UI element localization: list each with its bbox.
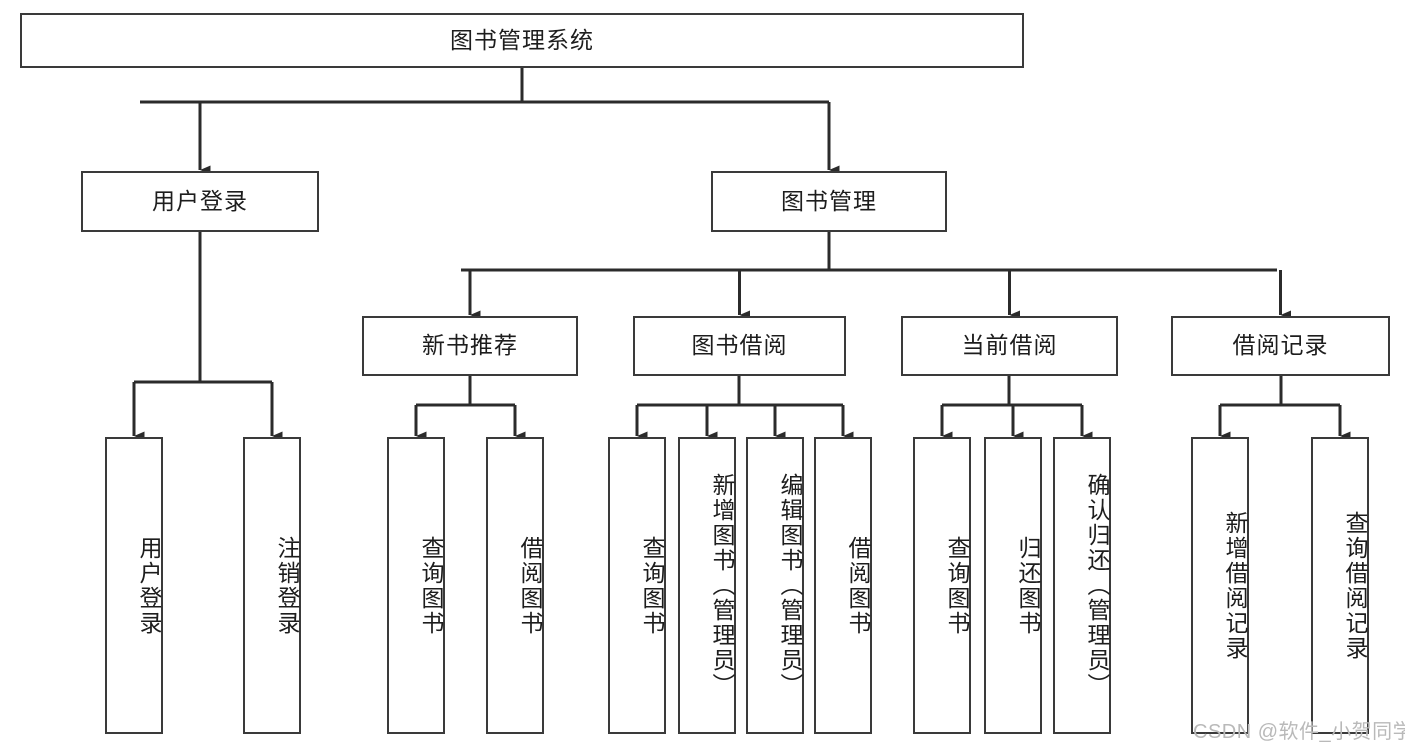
leaf-confirm-return[interactable]: 确认归还（管理员） <box>1053 437 1111 734</box>
leaf-query-borrow-record-label: 查询借阅记录 <box>1342 510 1368 661</box>
leaf-add-book-label: 新增图书（管理员） <box>709 473 735 698</box>
node-current-borrow-label: 当前借阅 <box>961 332 1058 359</box>
leaf-confirm-return-label: 确认归还（管理员） <box>1084 473 1110 698</box>
leaf-query-borrow-record[interactable]: 查询借阅记录 <box>1311 437 1369 734</box>
leaf-user-login[interactable]: 用户登录 <box>105 437 163 734</box>
node-book-borrow[interactable]: 图书借阅 <box>633 316 846 376</box>
leaf-edit-book[interactable]: 编辑图书（管理员） <box>746 437 804 734</box>
node-new-book-recommend[interactable]: 新书推荐 <box>362 316 578 376</box>
node-borrow-record-label: 借阅记录 <box>1232 332 1329 359</box>
leaf-query-book-1-label: 查询图书 <box>418 535 444 636</box>
leaf-return-book[interactable]: 归还图书 <box>984 437 1042 734</box>
leaf-logout-label: 注销登录 <box>274 535 300 636</box>
node-user-login[interactable]: 用户登录 <box>81 171 319 232</box>
leaf-borrow-book-1-label: 借阅图书 <box>517 535 543 636</box>
leaf-add-borrow-record-label: 新增借阅记录 <box>1222 510 1248 661</box>
leaf-query-book-3-label: 查询图书 <box>944 535 970 636</box>
leaf-user-login-label: 用户登录 <box>136 535 162 636</box>
leaf-borrow-book-2-label: 借阅图书 <box>845 535 871 636</box>
node-user-login-label: 用户登录 <box>152 187 248 214</box>
leaf-query-book-2[interactable]: 查询图书 <box>608 437 666 734</box>
node-root-label: 图书管理系统 <box>450 26 594 53</box>
leaf-borrow-book-2[interactable]: 借阅图书 <box>814 437 872 734</box>
leaf-borrow-book-1[interactable]: 借阅图书 <box>486 437 544 734</box>
leaf-query-book-2-label: 查询图书 <box>639 535 665 636</box>
node-book-management-label: 图书管理 <box>781 187 877 214</box>
leaf-add-book[interactable]: 新增图书（管理员） <box>678 437 736 734</box>
node-book-borrow-label: 图书借阅 <box>691 332 788 359</box>
node-book-management[interactable]: 图书管理 <box>711 171 947 232</box>
node-borrow-record[interactable]: 借阅记录 <box>1171 316 1390 376</box>
leaf-add-borrow-record[interactable]: 新增借阅记录 <box>1191 437 1249 734</box>
node-current-borrow[interactable]: 当前借阅 <box>901 316 1118 376</box>
node-root[interactable]: 图书管理系统 <box>20 13 1024 68</box>
node-new-book-recommend-label: 新书推荐 <box>422 332 518 359</box>
leaf-query-book-3[interactable]: 查询图书 <box>913 437 971 734</box>
leaf-edit-book-label: 编辑图书（管理员） <box>777 473 803 698</box>
leaf-return-book-label: 归还图书 <box>1015 535 1041 636</box>
leaf-logout[interactable]: 注销登录 <box>243 437 301 734</box>
leaf-query-book-1[interactable]: 查询图书 <box>387 437 445 734</box>
